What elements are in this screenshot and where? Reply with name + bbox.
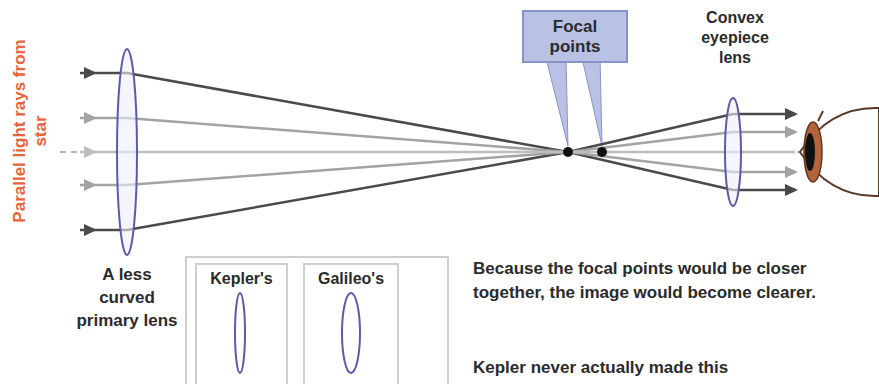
eye: [800, 108, 879, 196]
lens-cell: Kepler's: [195, 263, 288, 384]
eyepiece-label: Convex eyepiece lens: [686, 8, 784, 68]
arrowhead: [84, 146, 97, 158]
optical-axis: [60, 151, 800, 153]
light-ray: [80, 114, 795, 230]
callout-pointer: [582, 58, 602, 146]
ray-arrowheads: [84, 67, 798, 236]
arrowhead: [785, 166, 798, 178]
eyepiece-lens: [725, 98, 741, 206]
light-ray: [80, 132, 795, 185]
light-ray: [80, 118, 795, 172]
kepler-lens: [235, 293, 245, 373]
arrowhead: [84, 179, 97, 191]
node-text: Kepler's: [201, 269, 282, 288]
arrowhead: [785, 126, 798, 138]
callout-box: Focal points: [522, 10, 628, 63]
node-text: Galileo's: [309, 269, 393, 288]
comparison-frame: [186, 257, 448, 384]
arrowhead: [785, 184, 798, 196]
arrowhead: [84, 112, 97, 124]
primary-lens-label: A less curved primary lens: [74, 263, 180, 332]
focal-point: [597, 147, 607, 157]
focal-point: [563, 147, 573, 157]
rays-label: Parallel light rays from star: [9, 23, 51, 239]
light-ray: [80, 151, 795, 154]
arrowhead: [785, 108, 798, 120]
explanation-note: Because the focal points would be closer…: [473, 257, 869, 305]
node-text: Focal points: [532, 17, 618, 58]
explanation-note: Kepler never actually made this: [473, 356, 869, 380]
arrowhead: [84, 224, 97, 236]
arrowhead: [84, 67, 97, 79]
callout-pointer: [546, 58, 568, 146]
primary-lens: [117, 49, 137, 255]
lens-cell: Galileo's: [303, 263, 399, 384]
light-rays: [80, 73, 795, 230]
galileo-lens: [342, 293, 360, 373]
light-ray: [80, 73, 795, 190]
